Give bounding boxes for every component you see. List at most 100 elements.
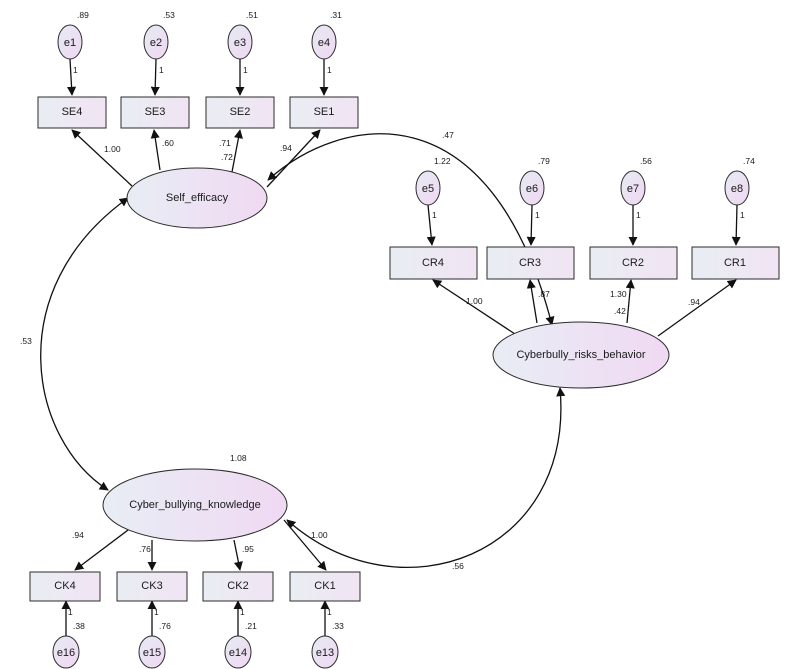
error-e7: e7 .56 1 bbox=[620, 156, 652, 220]
observed-ck2: CK2 bbox=[202, 571, 274, 602]
error-e1-label: e1 bbox=[64, 37, 76, 49]
observed-cr4: CR4 bbox=[389, 246, 478, 280]
observed-se4: SE4 bbox=[37, 96, 107, 129]
error-e8-label: e8 bbox=[731, 183, 743, 195]
loading-ck2: .95 bbox=[242, 544, 254, 554]
observed-cr3: CR3 bbox=[486, 246, 575, 280]
observed-se1: SE1 bbox=[289, 96, 359, 129]
path-e6-cr3 bbox=[526, 204, 536, 246]
observed-ck3: CK3 bbox=[116, 571, 188, 602]
covariance-ck-cr-arc bbox=[286, 387, 566, 568]
error-e16-path: 1 bbox=[68, 607, 73, 617]
error-e6-label: e6 bbox=[526, 183, 538, 195]
error-e1-variance: .89 bbox=[77, 10, 89, 20]
observed-se4-label: SE4 bbox=[62, 106, 83, 118]
covariance-se-cr-arc bbox=[267, 133, 555, 326]
error-e8-variance: .74 bbox=[743, 156, 755, 166]
error-e15-label: e15 bbox=[143, 647, 161, 659]
error-e6-variance: .79 bbox=[538, 156, 550, 166]
loading-cr1: .94 bbox=[688, 297, 700, 307]
error-e13-label: e13 bbox=[316, 647, 334, 659]
observed-cr2: CR2 bbox=[589, 246, 678, 280]
error-e14: e14 1 .21 bbox=[224, 607, 257, 669]
latent-ck-variance: 1.08 bbox=[230, 453, 247, 463]
observed-ck3-label: CK3 bbox=[141, 580, 162, 592]
latent-cyber-bullying-knowledge-label: Cyber_bullying_knowledge bbox=[129, 499, 260, 511]
covariance-se-cr-label: .47 bbox=[442, 130, 454, 140]
path-cr-cr1 bbox=[657, 279, 737, 337]
error-e13: e13 1 .33 bbox=[311, 607, 344, 669]
r2-cr2: .42 bbox=[614, 306, 626, 316]
latent-cyberbully-risks-behavior: Cyberbully_risks_behavior bbox=[492, 321, 670, 389]
error-e16: e16 1 .38 bbox=[52, 607, 85, 669]
path-e2-se3 bbox=[150, 58, 160, 96]
loading-cr2: 1.30 bbox=[610, 289, 627, 299]
covariance-se-ck-arc bbox=[40, 197, 129, 491]
observed-ck4: CK4 bbox=[29, 571, 101, 602]
loading-ck4: .94 bbox=[72, 530, 84, 540]
path-se-se4 bbox=[71, 129, 133, 187]
error-e5-path: 1 bbox=[432, 210, 437, 220]
error-e3-path: 1 bbox=[243, 65, 248, 75]
loading-ck1: 1.00 bbox=[311, 530, 328, 540]
path-cr-cr3 bbox=[526, 279, 538, 324]
error-e1: e1 .89 1 bbox=[57, 10, 89, 75]
loading-se3: .60 bbox=[162, 138, 174, 148]
path-e1-se4 bbox=[67, 58, 77, 96]
error-e2: e2 .53 1 bbox=[143, 10, 175, 75]
observed-se3-label: SE3 bbox=[145, 106, 166, 118]
path-ck-ck2 bbox=[233, 539, 243, 571]
observed-cr4-label: CR4 bbox=[422, 257, 444, 269]
error-e14-path: 1 bbox=[240, 607, 245, 617]
loading-se4: 1.00 bbox=[104, 144, 121, 154]
loading-se2: .71 bbox=[219, 138, 231, 148]
error-e4-path: 1 bbox=[327, 65, 332, 75]
observed-ck4-label: CK4 bbox=[54, 580, 75, 592]
error-e6: e6 .79 1 bbox=[519, 156, 550, 220]
error-e2-label: e2 bbox=[150, 37, 162, 49]
path-ck-ck1 bbox=[283, 519, 327, 571]
path-e8-cr1 bbox=[731, 204, 741, 246]
latent-self-efficacy: Self_efficacy bbox=[126, 167, 268, 229]
observed-se3: SE3 bbox=[120, 96, 190, 129]
error-e2-path: 1 bbox=[159, 65, 164, 75]
path-se-se1 bbox=[266, 129, 321, 188]
error-e13-variance: .33 bbox=[332, 621, 344, 631]
observed-ck2-label: CK2 bbox=[227, 580, 248, 592]
error-e6-path: 1 bbox=[535, 210, 540, 220]
latent-cyberbully-risks-behavior-label: Cyberbully_risks_behavior bbox=[516, 349, 645, 361]
error-e8: e8 .74 1 bbox=[724, 156, 755, 220]
error-e5: e5 1 bbox=[415, 170, 441, 220]
error-e4-label: e4 bbox=[318, 37, 330, 49]
error-e1-path: 1 bbox=[73, 65, 78, 75]
observed-cr1: CR1 bbox=[691, 246, 780, 280]
observed-se2-label: SE2 bbox=[230, 106, 251, 118]
path-cr-cr2 bbox=[625, 279, 635, 324]
observed-ck1-label: CK1 bbox=[314, 580, 335, 592]
error-e15-path: 1 bbox=[154, 607, 159, 617]
loading-ck3: .76 bbox=[139, 544, 151, 554]
error-e3-variance: .51 bbox=[246, 10, 258, 20]
covariance-se-ck-label: .53 bbox=[20, 336, 32, 346]
error-e16-variance: .38 bbox=[73, 621, 85, 631]
error-e7-variance: .56 bbox=[640, 156, 652, 166]
latent-cyber-bullying-knowledge: Cyber_bullying_knowledge bbox=[102, 468, 288, 542]
error-e2-variance: .53 bbox=[163, 10, 175, 20]
error-e14-variance: .21 bbox=[245, 621, 257, 631]
error-e8-path: 1 bbox=[740, 210, 745, 220]
error-e4-variance: .31 bbox=[330, 10, 342, 20]
latent-self-efficacy-label: Self_efficacy bbox=[166, 192, 229, 204]
path-cr-cr4 bbox=[432, 279, 516, 335]
path-se-se2 bbox=[231, 129, 243, 173]
path-ck-ck4 bbox=[74, 529, 129, 571]
path-se-se3 bbox=[150, 129, 161, 171]
observed-se2: SE2 bbox=[205, 96, 275, 129]
latent-cr-variance: 1.22 bbox=[434, 156, 451, 166]
observed-cr1-label: CR1 bbox=[724, 257, 746, 269]
path-e5-cr4 bbox=[426, 204, 436, 246]
error-e4: e4 .31 1 bbox=[311, 10, 342, 75]
error-e15-variance: .76 bbox=[159, 621, 171, 631]
error-e16-label: e16 bbox=[57, 647, 75, 659]
observed-cr3-label: CR3 bbox=[519, 257, 541, 269]
